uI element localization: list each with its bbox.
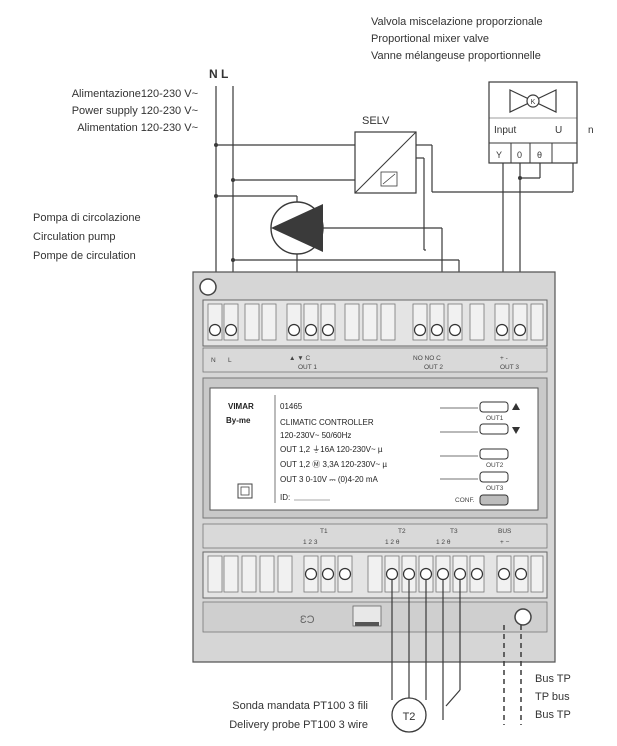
probe-wires: [391, 579, 461, 720]
climatic-controller-device: N L ▲ ▼ C OUT 1 NO NO C OUT 2 + - OUT 3 …: [192, 271, 556, 663]
valve-zero-terminal: 0: [517, 150, 522, 160]
valve-n-label: n: [588, 125, 594, 136]
supply-label-fr: Alimentation 120-230 V~: [77, 122, 198, 134]
panel-line-3: OUT 1,2 ⏚16A 120-230V~ µ: [280, 445, 383, 454]
t2-label: T2: [398, 528, 406, 535]
bus-wires: [503, 625, 522, 725]
supply-label-it: Alimentazione120-230 V~: [72, 88, 198, 100]
valve-label-en: Proportional mixer valve: [371, 33, 489, 45]
selv-transformer: SELV: [354, 115, 417, 194]
down-arrow-icon: [512, 427, 520, 434]
out1-down-button[interactable]: [479, 423, 509, 435]
supply-label-en: Power supply 120-230 V~: [72, 105, 198, 117]
valve-y-terminal: Y: [496, 150, 502, 160]
bottom-terminal-screws: [304, 567, 528, 581]
bus-label: BUS: [498, 528, 512, 535]
bus-label-en: TP bus: [535, 691, 570, 703]
mount-hole-top: [199, 278, 217, 296]
junction-dots: [214, 143, 522, 262]
valve-theta-terminal: θ: [537, 150, 542, 160]
panel-line-4: OUT 1,2 Ⓜ 3,3A 120-230V~ µ: [280, 460, 387, 469]
panel-conf-label: CONF.: [455, 497, 475, 504]
pump-label-en: Circulation pump: [33, 231, 116, 243]
valve-u-label: U: [555, 125, 562, 136]
ce-mark-icon: ƐƆ: [300, 614, 315, 626]
up-arrow-icon: [512, 403, 520, 410]
out2-label: OUT 2: [424, 364, 443, 371]
top-terminal-screws: [208, 323, 527, 337]
conf-button[interactable]: [479, 494, 509, 506]
t3-numbers: 1 2 θ: [436, 539, 451, 546]
t2-probe-icon: T2: [391, 697, 427, 733]
t3-label: T3: [450, 528, 458, 535]
valve-symbol-icon: [509, 89, 535, 113]
mount-hole-bottom: [514, 608, 532, 626]
brand-logo: VIMAR: [228, 402, 254, 411]
out1-up-button[interactable]: [479, 401, 509, 413]
bus-label-it: Bus TP: [535, 673, 571, 685]
valve-label-fr: Vanne mélangeuse proportionnelle: [371, 50, 541, 62]
probe-label-it: Sonda mandata PT100 3 fili: [232, 700, 368, 712]
valve-input-label: Input: [494, 125, 516, 136]
out3-button[interactable]: [479, 471, 509, 483]
panel-out1-label: OUT1: [486, 415, 504, 422]
panel-out3-label: OUT3: [486, 485, 504, 492]
bus-polarity: + −: [500, 539, 510, 546]
t2-numbers: 1 2 θ: [385, 539, 400, 546]
out3-symbols: + -: [500, 355, 508, 362]
probe-label-en: Delivery probe PT100 3 wire: [229, 719, 368, 731]
pump-label-fr: Pompe de circulation: [33, 250, 136, 262]
circulation-pump-icon: [270, 201, 324, 255]
out1-label: OUT 1: [298, 364, 317, 371]
t2-probe-label: T2: [403, 711, 416, 723]
out3-label: OUT 3: [500, 364, 519, 371]
product-code: 01465: [280, 402, 303, 411]
panel-line-5: OUT 3 0-10V ⎓ (0)4-20 mA: [280, 475, 378, 484]
status-led: [237, 483, 253, 499]
t1-label: T1: [320, 528, 328, 535]
panel-line-1: CLIMATIC CONTROLLER: [280, 418, 374, 427]
out2-button[interactable]: [479, 448, 509, 460]
valve-label-it: Valvola miscelazione proporzionale: [371, 16, 543, 28]
pump-label-it: Pompa di circolazione: [33, 212, 141, 224]
nl-label: N L: [209, 67, 228, 81]
top-terminal-l: L: [228, 357, 232, 364]
selv-label: SELV: [362, 115, 390, 127]
out1-symbols: ▲ ▼ C: [289, 355, 310, 362]
panel-out2-label: OUT2: [486, 462, 504, 469]
bus-label-fr: Bus TP: [535, 709, 571, 721]
series-logo: By-me: [226, 416, 251, 425]
top-terminal-n: N: [211, 357, 216, 364]
mixer-valve: K Input U Y 0 θ n: [488, 81, 594, 164]
t1-numbers: 1 2 3: [303, 539, 318, 546]
svg-text:K: K: [531, 99, 536, 106]
panel-line-2: 120-230V~ 50/60Hz: [280, 431, 351, 440]
panel-id: ID:: [280, 493, 290, 502]
out2-symbols: NO NO C: [413, 355, 441, 362]
